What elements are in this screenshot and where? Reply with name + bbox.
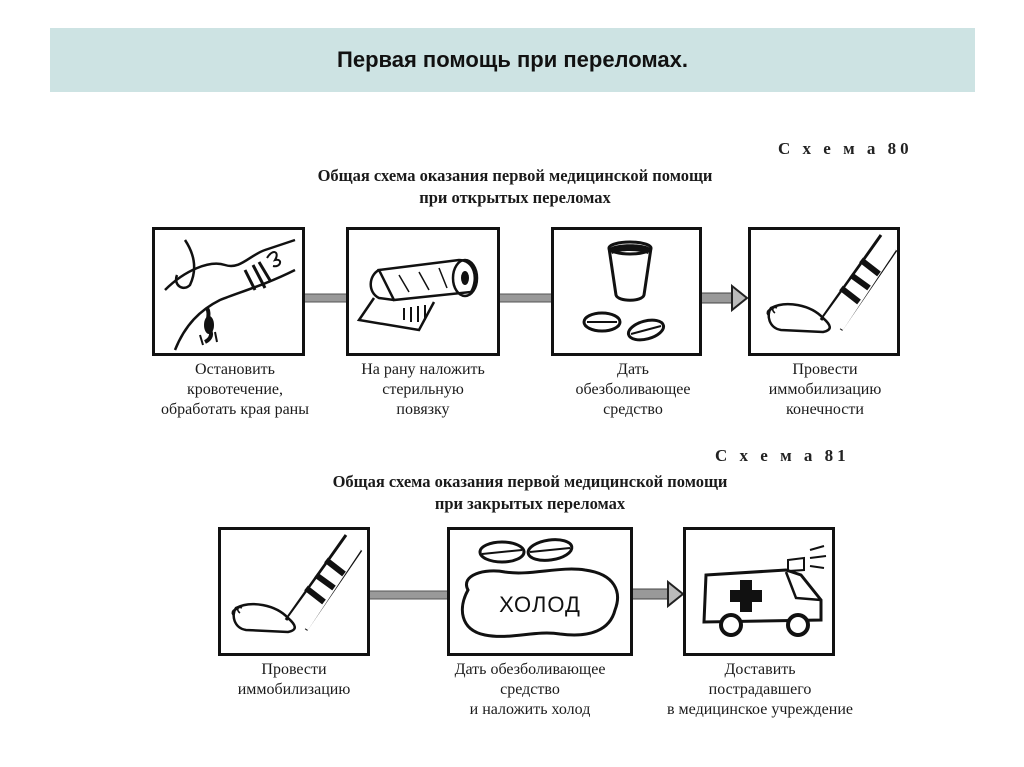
arrow-81-2 bbox=[631, 579, 685, 609]
scheme-81-heading: Общая схема оказания первой медицинской … bbox=[215, 471, 845, 515]
scheme-80-heading: Общая схема оказания первой медицинской … bbox=[200, 165, 830, 209]
step-80-4-image bbox=[748, 227, 900, 356]
splinted-leg-icon bbox=[231, 534, 363, 634]
scheme-80-heading-line2: при открытых переломах bbox=[419, 188, 611, 207]
step-81-1-caption: Провести иммобилизацию bbox=[237, 661, 351, 698]
bleeding-arm-icon bbox=[164, 238, 296, 351]
scheme-81-number: С х е м а 81 bbox=[715, 446, 850, 465]
bandage-roll-icon bbox=[356, 258, 479, 332]
scheme-80-number: С х е м а 80 bbox=[778, 139, 913, 158]
step-81-3-caption: Доставить пострадавшего в медицинское уч… bbox=[667, 661, 853, 718]
splinted-leg-icon bbox=[766, 234, 897, 334]
scheme-80-heading-line1: Общая схема оказания первой медицинской … bbox=[317, 166, 713, 185]
step-80-4-caption: Провести иммобилизацию конечности bbox=[768, 361, 882, 418]
step-81-2-image: ХОЛОД bbox=[447, 527, 633, 656]
arrow-80-1 bbox=[303, 291, 347, 305]
step-80-2-caption: На рану наложить стерильную повязку bbox=[361, 361, 485, 418]
pills-cup-icon bbox=[582, 240, 666, 342]
step-80-1-caption: Остановить кровотечение, обработать края… bbox=[161, 361, 309, 418]
cold-pack-label: ХОЛОД bbox=[499, 592, 581, 617]
slide-title-bar: Первая помощь при переломах. bbox=[50, 28, 975, 92]
arrow-80-2 bbox=[499, 291, 552, 305]
scheme-81-heading-line2: при закрытых переломах bbox=[434, 494, 626, 513]
step-80-3-image bbox=[551, 227, 702, 356]
step-81-2-caption: Дать обезболивающее средство и наложить … bbox=[454, 661, 606, 718]
slide-title: Первая помощь при переломах. bbox=[337, 47, 688, 72]
step-80-1-image bbox=[152, 227, 305, 356]
ambulance-icon bbox=[702, 545, 827, 637]
step-81-1-image bbox=[218, 527, 370, 656]
step-80-2-image bbox=[346, 227, 500, 356]
step-81-3-image bbox=[683, 527, 835, 656]
arrow-81-1 bbox=[369, 588, 448, 602]
cold-pack-pills-icon bbox=[460, 538, 619, 638]
scheme-81-heading-line1: Общая схема оказания первой медицинской … bbox=[332, 472, 728, 491]
step-80-3-caption: Дать обезболивающее средство bbox=[575, 361, 691, 418]
arrow-80-3 bbox=[699, 283, 749, 313]
